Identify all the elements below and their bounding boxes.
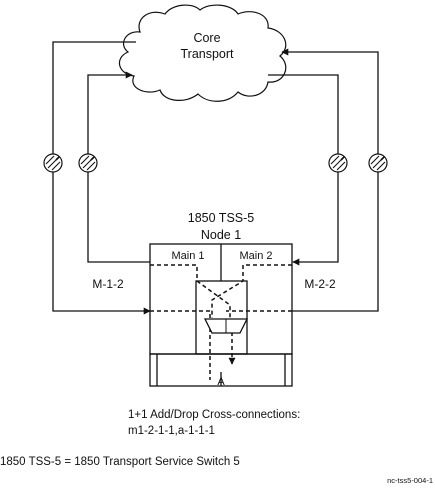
caption-line-1: 1+1 Add/Drop Cross-connections: bbox=[128, 409, 300, 421]
cloud-label-transport: Transport bbox=[180, 47, 234, 61]
fiber-right-outer bbox=[281, 48, 379, 312]
caption-line-2: m1-2-1-1,a-1-1-1 bbox=[128, 425, 215, 437]
line-protection-icon bbox=[368, 153, 388, 173]
core-transport-cloud bbox=[118, 4, 287, 102]
switch-fabric bbox=[195, 280, 248, 355]
fiber-right-inner bbox=[268, 74, 339, 266]
tributary-label: A bbox=[217, 376, 225, 388]
cross-connection-path-main1 bbox=[150, 264, 231, 318]
node-subtitle: Node 1 bbox=[201, 228, 241, 242]
link-label-right: M-2-2 bbox=[304, 277, 336, 291]
line-protection-icon bbox=[43, 153, 63, 173]
cloud-label-core: Core bbox=[193, 31, 220, 45]
line-protection-icon bbox=[78, 153, 98, 173]
line-protection-icon bbox=[328, 153, 348, 173]
cross-connection-path-main2 bbox=[211, 264, 292, 318]
fiber-left-inner bbox=[87, 71, 150, 263]
port-label-main2: Main 2 bbox=[239, 250, 272, 262]
fiber-left-outer bbox=[52, 41, 151, 315]
node-title: 1850 TSS-5 bbox=[188, 211, 255, 225]
figure-id: nc-tss5-004-1 bbox=[387, 476, 433, 485]
port-label-main1: Main 1 bbox=[171, 250, 204, 262]
link-label-left: M-1-2 bbox=[92, 277, 124, 291]
legend-text: 1850 TSS-5 = 1850 Transport Service Swit… bbox=[0, 456, 240, 468]
cross-connection-path-left-return bbox=[150, 310, 211, 380]
